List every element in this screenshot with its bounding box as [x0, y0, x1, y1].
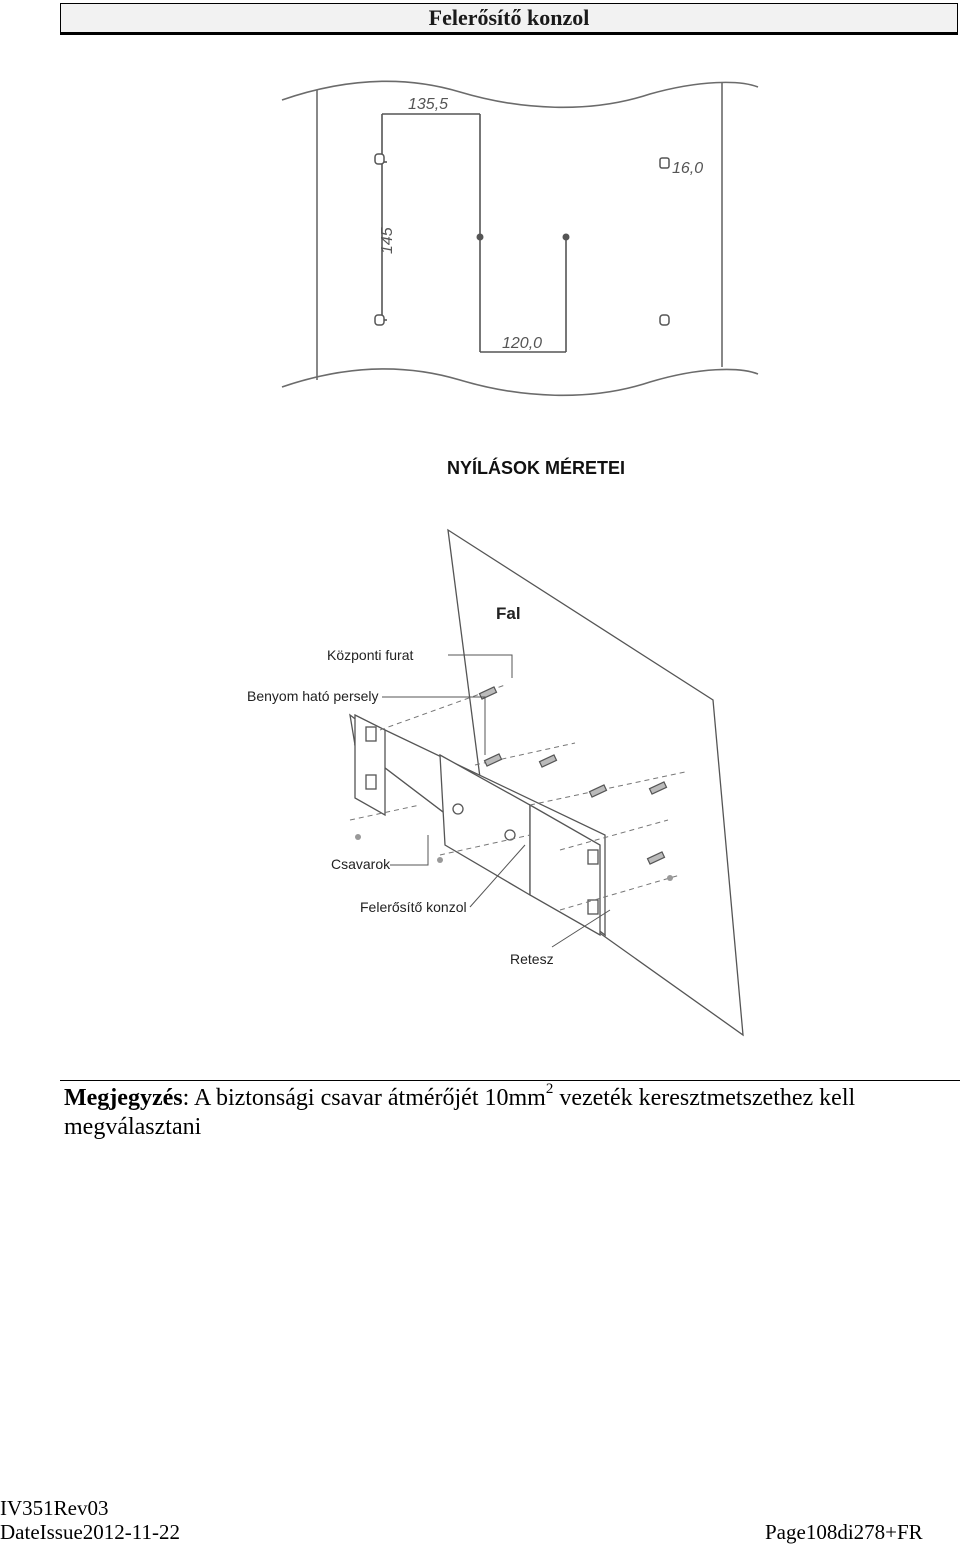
slot-hole-bottom-right — [659, 314, 670, 326]
latch-right-bottom — [587, 899, 599, 915]
wall-panel — [447, 528, 744, 1037]
square-hole-right — [659, 157, 670, 169]
leader-screws — [390, 835, 429, 866]
bracket-middle-plate — [439, 753, 531, 897]
figure1-caption: NYÍLÁSOK MÉRETEI — [446, 458, 625, 478]
sleeve-5 — [648, 781, 668, 795]
note-rule — [60, 1080, 960, 1081]
bracket-center-hole-1 — [452, 803, 464, 815]
slot-hole-bottom-left — [374, 314, 385, 326]
sleeve-4 — [588, 784, 608, 798]
page-title: Felerősítő konzol — [428, 5, 590, 30]
header-rule — [60, 33, 958, 35]
leader-bracket — [469, 844, 526, 908]
note-text-after: vezeték keresztmetszethez kell megválasz… — [64, 1085, 856, 1140]
dim-label-bottom: 120,0 — [502, 335, 542, 352]
plate-bottom-edge — [281, 368, 759, 397]
leader-center-hole — [448, 654, 513, 678]
plate-top-edge — [281, 80, 759, 109]
center-hole-2 — [562, 233, 570, 241]
latch-left-top — [365, 726, 377, 742]
sleeve-3 — [538, 754, 558, 768]
footer-doc-id: IV351Rev03 — [0, 1496, 109, 1520]
latch-left-bottom — [365, 774, 377, 790]
label-bracket: Felerősítő konzol — [360, 899, 467, 915]
note-paragraph: Megjegyzés: A biztonsági csavar átmérőjé… — [64, 1081, 954, 1142]
note-text-before: : A biztonsági csavar átmérőjét 10mm — [182, 1085, 546, 1111]
screw-1 — [355, 834, 361, 840]
note-superscript: 2 — [545, 1081, 554, 1097]
hole-dimensions-drawing: 135,5 145 120,0 16,0 — [281, 80, 759, 397]
sleeve-1 — [478, 686, 498, 700]
label-latch: Retesz — [510, 951, 554, 967]
bracket-left-end — [354, 713, 386, 817]
label-wall: Fal — [496, 604, 521, 623]
bracket-center-hole-2 — [504, 829, 516, 841]
sleeve-6 — [646, 851, 666, 865]
leader-latch — [551, 909, 611, 948]
screw-2 — [437, 857, 443, 863]
bracket-assembly-drawing — [349, 528, 744, 1037]
footer-date: DateIssue2012-11-22 — [0, 1520, 181, 1544]
dim-label-hole: 16,0 — [672, 160, 703, 177]
label-sleeve: Benyom ható persely — [247, 688, 379, 704]
label-screws: Csavarok — [331, 856, 391, 872]
label-center-hole: Központi furat — [327, 647, 414, 663]
center-hole-1 — [476, 233, 484, 241]
page-header: Felerősítő konzol — [60, 3, 958, 33]
dim-label-top: 135,5 — [408, 96, 448, 113]
screw-3 — [667, 875, 673, 881]
bracket-right-plate — [529, 803, 601, 937]
note-label: Megjegyzés — [64, 1085, 183, 1111]
sleeve-2 — [483, 753, 503, 767]
leader-sleeve — [382, 696, 486, 755]
slot-hole-top-left — [374, 153, 385, 165]
footer-page: Page108di278+FR — [765, 1520, 923, 1544]
dim-label-height: 145 — [379, 227, 396, 254]
latch-right-top — [587, 849, 599, 865]
